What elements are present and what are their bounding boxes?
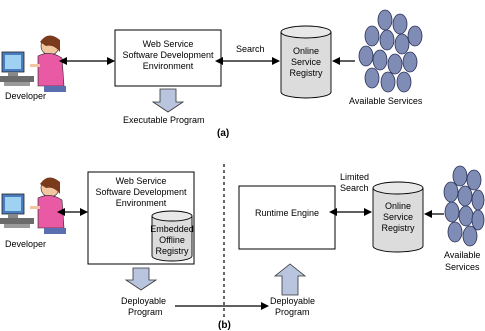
offline-registry-label-line2: Offline [159, 235, 185, 245]
available-services-label-b-line2: Services [445, 262, 480, 272]
ide-label-b-line3: Environment [116, 198, 167, 208]
registry-label-a-line1: Online [293, 46, 319, 56]
deployable-left-line2: Program [128, 307, 163, 317]
deployable-right-line1: Deployable [270, 296, 315, 306]
deployable-block-arrow-up [273, 263, 307, 296]
deployable-block-arrow-down [124, 267, 158, 291]
ide-box-a [114, 29, 222, 87]
deployable-right-line2: Program [275, 307, 310, 317]
developer-label-b: Developer [5, 239, 46, 249]
available-services-cluster-a [358, 9, 423, 93]
ide-label-b-line1: Web Service [116, 176, 167, 186]
limited-search-line1: Limited [340, 172, 369, 182]
available-services-cluster-b [443, 165, 485, 247]
executable-program-label: Executable Program [123, 115, 205, 125]
panel-b: Developer Web Service Software Developme… [0, 164, 485, 331]
output-block-arrow-a [151, 88, 185, 113]
online-registry-cylinder-b [372, 181, 424, 253]
developer-label-a: Developer [5, 91, 46, 101]
search-label-a: Search [236, 44, 265, 54]
available-services-label-a: Available Services [349, 96, 423, 106]
offline-registry-cylinder [151, 210, 193, 262]
ide-label-a-line1: Web Service [143, 39, 194, 49]
registry-label-a-line3: Registry [289, 68, 323, 78]
registry-label-b-line1: Online [385, 201, 411, 211]
runtime-engine-box [238, 185, 336, 250]
runtime-engine-label: Runtime Engine [255, 208, 319, 218]
offline-registry-label-line1: Embedded [150, 224, 194, 234]
registry-label-b-line2: Service [383, 212, 413, 222]
developer-icon-b [0, 177, 66, 234]
deployable-left-line1: Deployable [121, 296, 166, 306]
limited-search-line2: Search [340, 183, 369, 193]
online-registry-cylinder-a [280, 25, 332, 99]
offline-registry-label-line3: Registry [155, 246, 189, 256]
ide-label-a-line2: Software Development [122, 50, 214, 60]
registry-label-b-line3: Registry [381, 223, 415, 233]
caption-b: (b) [218, 320, 231, 331]
caption-a: (a) [217, 128, 229, 139]
ide-label-a-line3: Environment [143, 61, 194, 71]
available-services-label-b-line1: Available [444, 250, 480, 260]
ide-label-b-line2: Software Development [95, 187, 187, 197]
panel-a: Developer Web Service Software Developme… [0, 9, 423, 139]
registry-label-a-line2: Service [291, 57, 321, 67]
developer-icon [0, 35, 66, 92]
